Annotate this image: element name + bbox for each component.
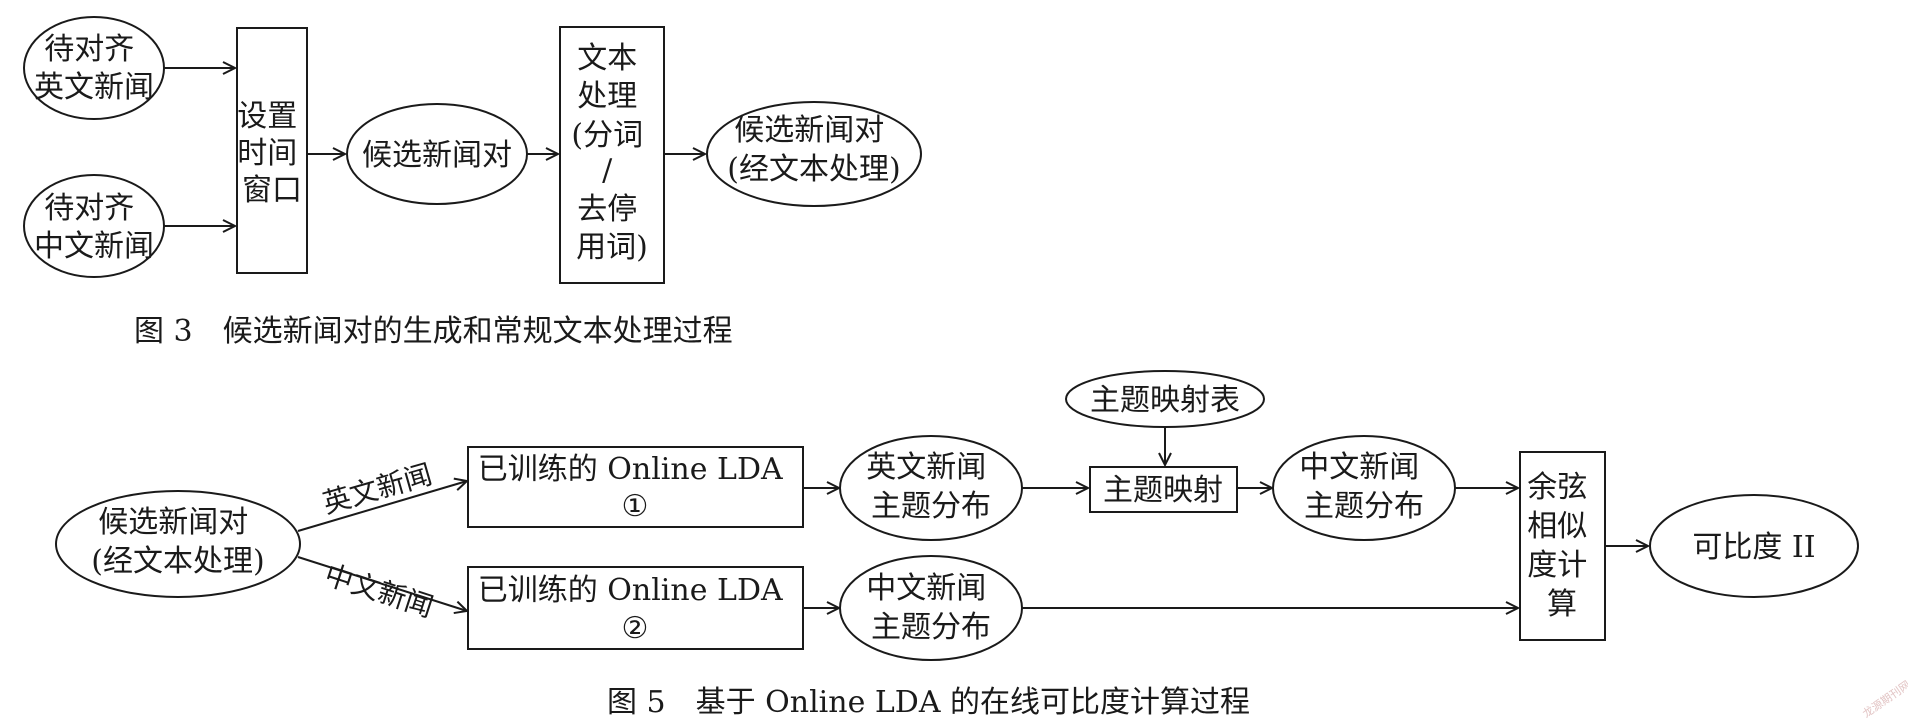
fig5-caption: 图 5 基于 Online LDA 的在线可比度计算过程 xyxy=(607,685,1250,720)
fig3-node-processed-pairs: 候选新闻对 (经文本处理) xyxy=(706,101,922,207)
fig5-edge-pairs-to-lda-2 xyxy=(297,556,467,611)
fig5-node-topic-mapping-table: 主题映射表 xyxy=(1065,370,1265,428)
fig5-node-cosine-similarity-label: 余弦 相似 度计 算 xyxy=(1527,470,1597,622)
fig3-node-zh-news-label: 待对齐 中文新闻 xyxy=(34,191,154,264)
fig5-node-zh-topic-dist-2-label: 中文新闻 主题分布 xyxy=(866,571,996,645)
fig5-edge-pairs-to-lda-1 xyxy=(297,481,467,532)
fig3-node-candidate-pairs-label: 候选新闻对 xyxy=(362,138,512,173)
figure-3: 待对齐 英文新闻 待对齐 中文新闻 设置 时间 窗口 候选新闻对 xyxy=(23,16,922,349)
fig5-node-topic-mapping-table-label: 主题映射表 xyxy=(1090,383,1240,418)
fig5-node-cosine-similarity: 余弦 相似 度计 算 xyxy=(1519,451,1606,641)
fig5-node-processed-pairs-label: 候选新闻对 (经文本处理) xyxy=(91,505,264,579)
fig3-node-zh-news: 待对齐 中文新闻 xyxy=(23,174,165,278)
fig5-node-zh-topic-dist-1: 中文新闻 主题分布 xyxy=(1272,435,1456,541)
fig5-edge-label-en-news: 英文新闻 xyxy=(319,458,436,521)
fig3-node-en-news: 待对齐 英文新闻 xyxy=(23,16,165,120)
fig3-node-text-processing: 文本 处理 (分词 / 去停 用词) xyxy=(559,26,665,284)
fig3-node-time-window: 设置 时间 窗口 xyxy=(236,27,308,274)
fig5-node-lda-1-label: 已训练的 Online LDA ① xyxy=(478,452,792,524)
fig5-node-zh-topic-dist-2: 中文新闻 主题分布 xyxy=(839,555,1023,661)
fig5-node-topic-mapping-label: 主题映射 xyxy=(1103,473,1223,508)
fig5-node-processed-pairs: 候选新闻对 (经文本处理) xyxy=(55,490,301,598)
fig5-node-zh-topic-dist-1-label: 中文新闻 主题分布 xyxy=(1299,450,1429,524)
watermark: 龙源期刊网 xyxy=(1860,677,1908,720)
fig3-node-time-window-label: 设置 时间 窗口 xyxy=(237,99,307,208)
fig3-node-text-processing-label: 文本 处理 (分词 / 去停 用词) xyxy=(571,41,652,265)
fig5-node-lda-2: 已训练的 Online LDA ② xyxy=(467,566,804,650)
figure-5: 候选新闻对 (经文本处理) 已训练的 Online LDA ① 已训练的 Onl… xyxy=(55,370,1859,720)
fig5-node-en-topic-dist: 英文新闻 主题分布 xyxy=(839,435,1023,541)
fig5-node-comparability: 可比度 II xyxy=(1649,494,1859,598)
fig5-node-lda-1: 已训练的 Online LDA ① xyxy=(467,446,804,528)
fig3-node-candidate-pairs: 候选新闻对 xyxy=(346,103,528,205)
fig5-node-topic-mapping: 主题映射 xyxy=(1089,466,1238,513)
fig3-node-en-news-label: 待对齐 英文新闻 xyxy=(34,32,154,105)
fig3-node-processed-pairs-label: 候选新闻对 (经文本处理) xyxy=(727,113,900,187)
fig5-edge-label-zh-news: 中文新闻 xyxy=(321,558,438,624)
fig5-node-comparability-label: 可比度 II xyxy=(1692,530,1815,565)
fig5-node-en-topic-dist-label: 英文新闻 主题分布 xyxy=(866,450,996,524)
fig5-node-lda-2-label: 已训练的 Online LDA ② xyxy=(478,573,792,646)
fig3-caption: 图 3 候选新闻对的生成和常规文本处理过程 xyxy=(134,314,733,349)
